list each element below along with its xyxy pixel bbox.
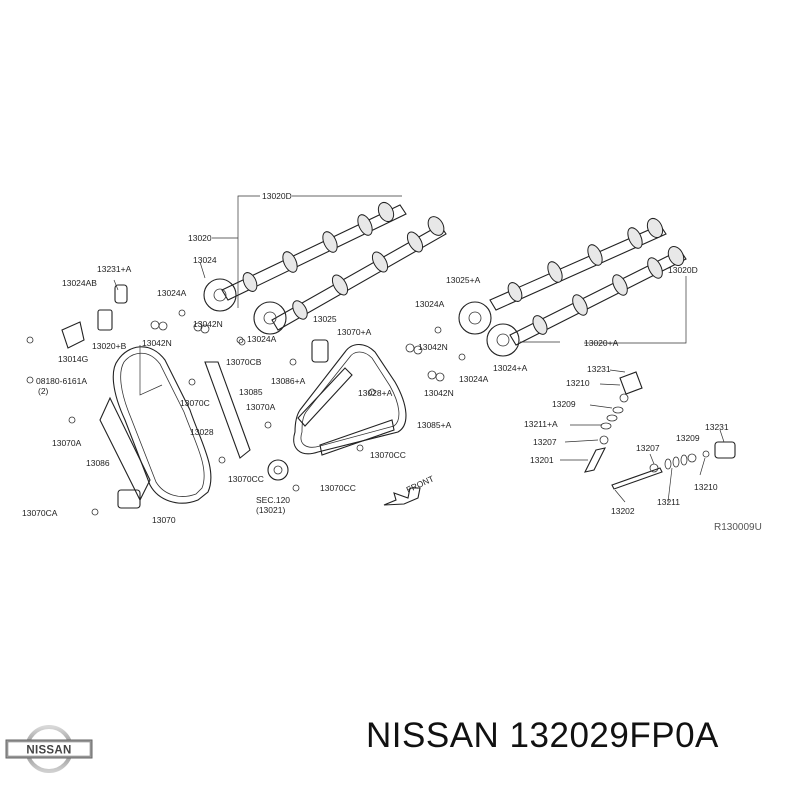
camshaft-upper-right [271,216,447,331]
camshaft-upper-left [221,201,407,301]
part-label: 13024A [247,334,277,344]
part-label: 13024A [157,288,187,298]
part-label: 13020+B [92,341,127,351]
part-label: 13014G [58,354,88,364]
part-label: 13020D [668,265,698,275]
part-label: (13021) [256,505,285,515]
reference-code: R130009U [714,522,762,533]
part-label: 13086+A [271,376,306,386]
part-label: 13070C [180,398,210,408]
part-label: 13211 [657,497,680,507]
part-label: 13085+A [417,420,452,430]
part-label: 13024AB [62,278,97,288]
part-label: 13024A [415,299,445,309]
part-label: 13042N [193,319,223,329]
brand-name: NISSAN [366,716,500,755]
cam-sprockets [203,278,520,481]
part-label: 13020 [188,233,212,243]
part-label: 13070CC [370,450,406,460]
camshaft-lower-right [509,246,687,346]
part-label: 13024A [459,374,489,384]
part-label: 13207 [636,443,660,453]
tensioners-and-bolts [26,284,466,516]
part-label: 13020+A [584,338,619,348]
part-label: 13024+A [493,363,528,373]
part-label: 13025+A [446,275,481,285]
part-label: 13020D [262,191,292,201]
part-label: 08180-6161A [36,376,87,386]
front-label: FRONT [405,473,436,494]
part-label: 13070 [152,515,176,525]
part-label: 13202 [611,506,635,516]
part-label: (2) [38,386,49,396]
logo-wordmark: NISSAN [26,745,71,757]
part-caption: NISSAN 132029FP0A [366,716,719,756]
valve-train [583,371,736,490]
part-label: 13070CA [22,508,58,518]
part-label: 13024 [193,255,217,265]
part-label: 13231+A [97,264,132,274]
part-label: SEC.120 [256,495,290,505]
part-label: 13042N [418,342,448,352]
part-label: 13210 [694,482,718,492]
part-label: 13070CB [226,357,262,367]
part-label: 13210 [566,378,590,388]
part-label: 13042N [424,388,454,398]
part-label: 13025 [313,314,337,324]
washers [150,320,445,382]
camshaft-lower-left [489,217,667,311]
part-label: 13085 [239,387,263,397]
part-label: 13042N [142,338,172,348]
part-labels: 13020D 13020 13024 13231+A 13024AB 13024… [22,191,729,525]
front-arrow [383,487,421,506]
part-label: 13231 [587,364,611,374]
part-label: 13070CC [320,483,356,493]
nissan-logo: NISSAN [5,725,93,773]
part-label: 13201 [530,455,554,465]
part-label: 13070CC [228,474,264,484]
part-label: 13231 [705,422,729,432]
leader-lines [113,195,725,503]
chain-guides [99,339,395,502]
part-number: 132029FP0A [509,716,719,755]
part-label: 13086 [86,458,110,468]
part-label: 13207 [533,437,557,447]
part-label: 13070+A [337,327,372,337]
part-label: 13209 [552,399,576,409]
part-label: 13211+A [524,419,558,429]
part-label: 13070A [246,402,276,412]
part-label: 13070A [52,438,82,448]
timing-chains [112,343,407,504]
part-label: 13209 [676,433,700,443]
part-label: 13028+A [358,388,393,398]
part-label: 13028 [190,427,214,437]
